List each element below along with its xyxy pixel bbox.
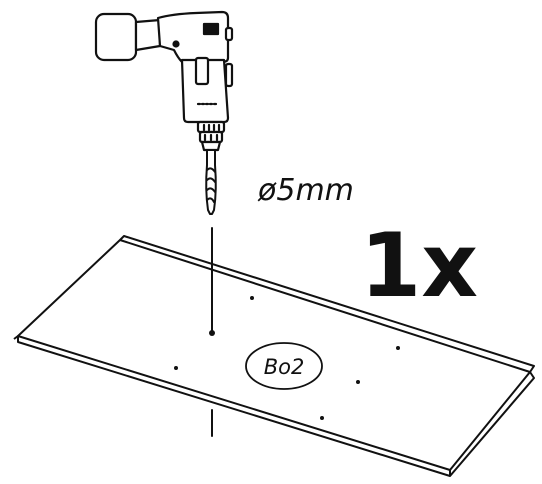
quantity-label: 1x: [360, 214, 478, 317]
power-drill-icon: [94, 10, 234, 152]
hole-mark: [396, 346, 400, 350]
hole-mark: [320, 416, 324, 420]
part-label-badge: Bo2: [245, 342, 323, 390]
hole-mark: [250, 296, 254, 300]
hole-mark: [356, 380, 360, 384]
hole-mark: [174, 366, 178, 370]
part-label: Bo2: [264, 355, 305, 379]
drill-bit-icon: [205, 149, 217, 215]
drill-bit-size-label: ø5mm: [257, 173, 354, 208]
